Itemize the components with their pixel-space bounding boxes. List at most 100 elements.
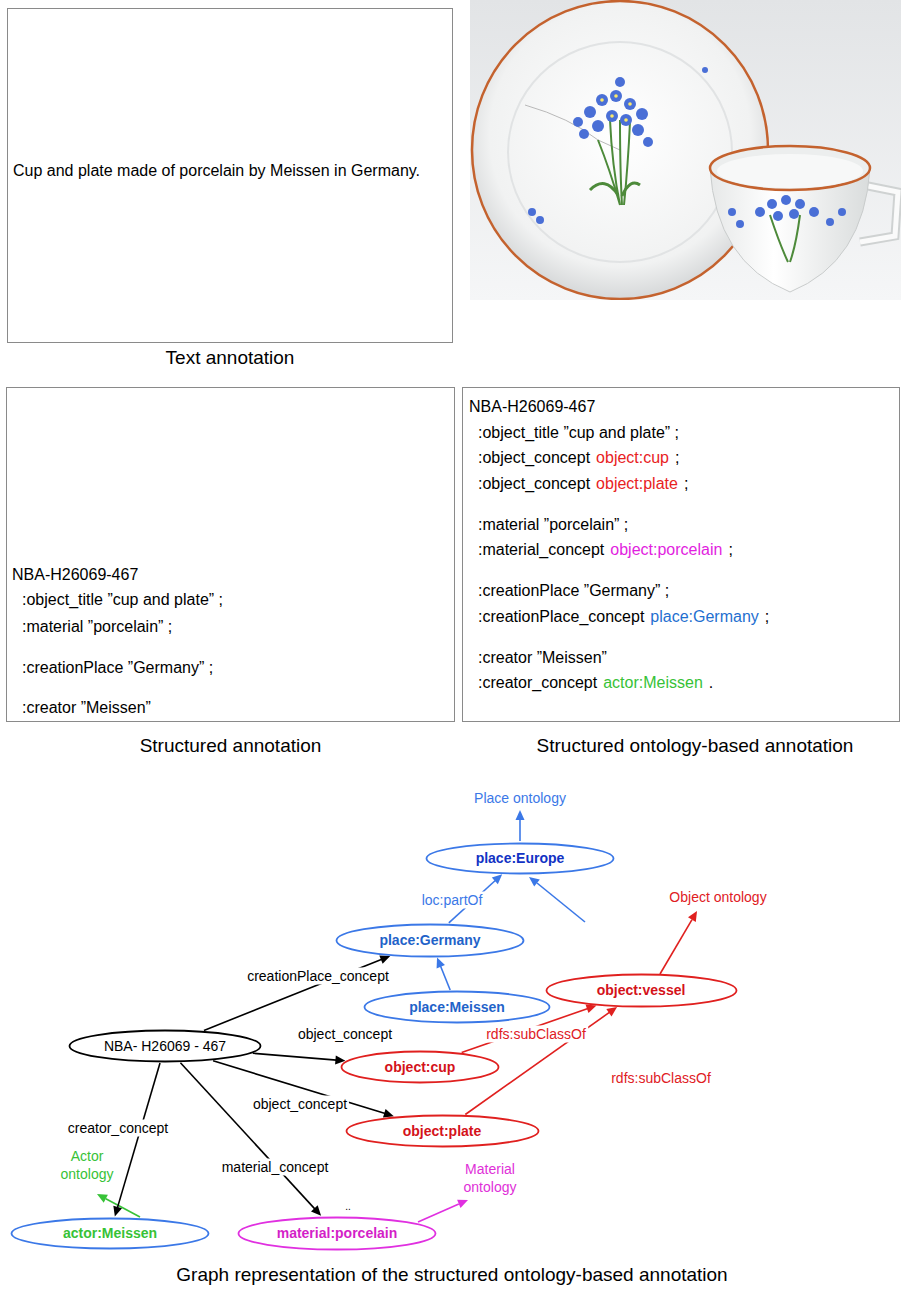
annotation-text: NBA-H26069-467 [12, 566, 138, 583]
arrowhead [516, 810, 525, 820]
annotation-text: :creationPlace ”Germany” ; [22, 659, 213, 676]
text-line: :material_concept object:porcelain; [478, 540, 733, 559]
connector [253, 1053, 346, 1064]
annotation-text: ; [765, 608, 769, 625]
text-line: :creator ”Meissen” [478, 648, 607, 667]
arrowhead [311, 1205, 321, 1215]
arrowhead [529, 877, 540, 887]
ellipse-node: actor:Meissen [10, 1217, 210, 1250]
edge-label: rdfs:subClassOf [609, 1070, 713, 1087]
ellipse-node: place:Meissen [363, 990, 551, 1024]
node-label: place:Germany [379, 932, 480, 948]
ellipse-node: material:porcelain [237, 1216, 437, 1251]
annotation-text: :material ”porcelain” ; [22, 618, 172, 635]
annotation-text: :object_concept [478, 475, 590, 492]
annotation-text: object:plate [596, 475, 678, 492]
leader-line [519, 818, 521, 841]
ontology-label: Object ontology [669, 888, 766, 906]
text-line: :object_title ”cup and plate” ; [478, 423, 679, 442]
node-label: object:plate [403, 1123, 482, 1139]
ellipse-node: object:plate [345, 1114, 540, 1148]
ellipse-shape [342, 1052, 499, 1083]
node-label: object:vessel [597, 982, 686, 998]
text-line: :creationPlace_conceptplace:Germany; [478, 607, 769, 626]
text-line: :creator_conceptactor:Meissen. [478, 673, 713, 692]
annotation-panel: NBA-H26069-467 :object_title ”cup and pla… [6, 387, 455, 762]
panel-caption: Structured annotation [6, 735, 455, 757]
connector-line [440, 966, 450, 990]
node-label: actor:Meissen [63, 1225, 157, 1241]
annotation-panel: Cup and plate made of porcelain by Meiss… [7, 8, 453, 383]
ellipse-node: NBA- H26069 - 467 [68, 1029, 262, 1063]
annotation-text: object:porcelain [610, 541, 722, 558]
text-line: :material ”porcelain” ; [478, 515, 628, 534]
edge-label: creator_concept [66, 1120, 170, 1137]
annotation-text: object:cup [596, 449, 669, 466]
annotation-text: :object_title ”cup and plate” ; [22, 591, 223, 608]
arrowhead [437, 957, 445, 968]
node-label: object:cup [385, 1059, 456, 1075]
ontology-label: .. [345, 1200, 351, 1214]
ontology-label: Place ontology [474, 789, 566, 807]
edge-label: creationPlace_concept [245, 968, 391, 985]
text-line: :creator ”Meissen” [22, 698, 151, 717]
arrowhead [492, 874, 502, 884]
ellipse-node: object:cup [340, 1050, 500, 1084]
panel-caption: Text annotation [7, 347, 453, 369]
text-line: :creationPlace ”Germany” ; [22, 658, 213, 677]
text-line: :material ”porcelain” ; [22, 617, 172, 636]
text-line: :creationPlace ”Germany” ; [478, 581, 669, 600]
ellipse-node: place:Germany [335, 923, 525, 958]
node-label: NBA- H26069 - 467 [104, 1038, 226, 1054]
text-line: :object_title ”cup and plate” ; [22, 590, 223, 609]
annotation-text: :material ”porcelain” ; [478, 516, 628, 533]
node-label: material:porcelain [277, 1225, 398, 1241]
arrowhead [586, 1005, 597, 1013]
annotation-text: ; [684, 475, 688, 492]
ellipse-shape [239, 1217, 436, 1249]
edge-label: loc:partOf [420, 892, 485, 909]
ellipse-shape [12, 1218, 209, 1248]
ellipse-shape [337, 924, 524, 956]
node-label: place:Meissen [409, 999, 505, 1015]
annotation-text: NBA-H26069-467 [469, 398, 595, 415]
text-line: NBA-H26069-467 [12, 565, 138, 584]
leader-line [106, 1199, 140, 1217]
ellipse-node: object:vessel [545, 973, 738, 1008]
annotation-text: :creator ”Meissen” [22, 699, 151, 716]
figure-caption: Graph representation of the structured o… [176, 1264, 727, 1286]
connector [437, 957, 451, 990]
annotation-text: . [709, 674, 713, 691]
edge-label: object_concept [251, 1096, 349, 1113]
arrowhead [379, 955, 390, 963]
ellipse-shape [546, 974, 736, 1006]
connector [180, 1063, 321, 1216]
ontology-label: Actor ontology [56, 1147, 118, 1183]
arrowhead [606, 1007, 617, 1016]
arrowhead [383, 1109, 394, 1118]
connector [204, 955, 390, 1030]
connector [113, 1063, 160, 1217]
node-label: place:Europe [476, 850, 565, 866]
ellipse-shape [427, 843, 614, 873]
annotation-panel: NBA-H26069-467 :object_title ”cup and pla… [462, 387, 900, 762]
ellipse-node: place:Europe [425, 842, 615, 875]
ellipse-shape [365, 992, 550, 1023]
text-line: NBA-H26069-467 [469, 397, 595, 416]
arrowhead [97, 1194, 108, 1203]
arrowhead [688, 911, 697, 922]
annotation-text: Cup and plate made of porcelain by Meiss… [13, 162, 420, 179]
edge-label: material_concept [220, 1159, 331, 1176]
annotation-text: actor:Meissen [603, 674, 703, 691]
ellipse-shape [70, 1031, 261, 1062]
annotation-text: :object_title ”cup and plate” ; [478, 424, 679, 441]
photo-cup-and-saucer [470, 0, 901, 300]
ellipse-shape [346, 1116, 538, 1147]
text-line: :object_concept object:plate; [478, 474, 688, 493]
edge-label: rdfs:subClassOf [484, 1026, 588, 1043]
arrowhead [113, 1206, 122, 1217]
ontology-label: Material ontology [454, 1160, 526, 1196]
annotation-text: :material_concept [478, 541, 604, 558]
annotation-text: ; [728, 541, 732, 558]
